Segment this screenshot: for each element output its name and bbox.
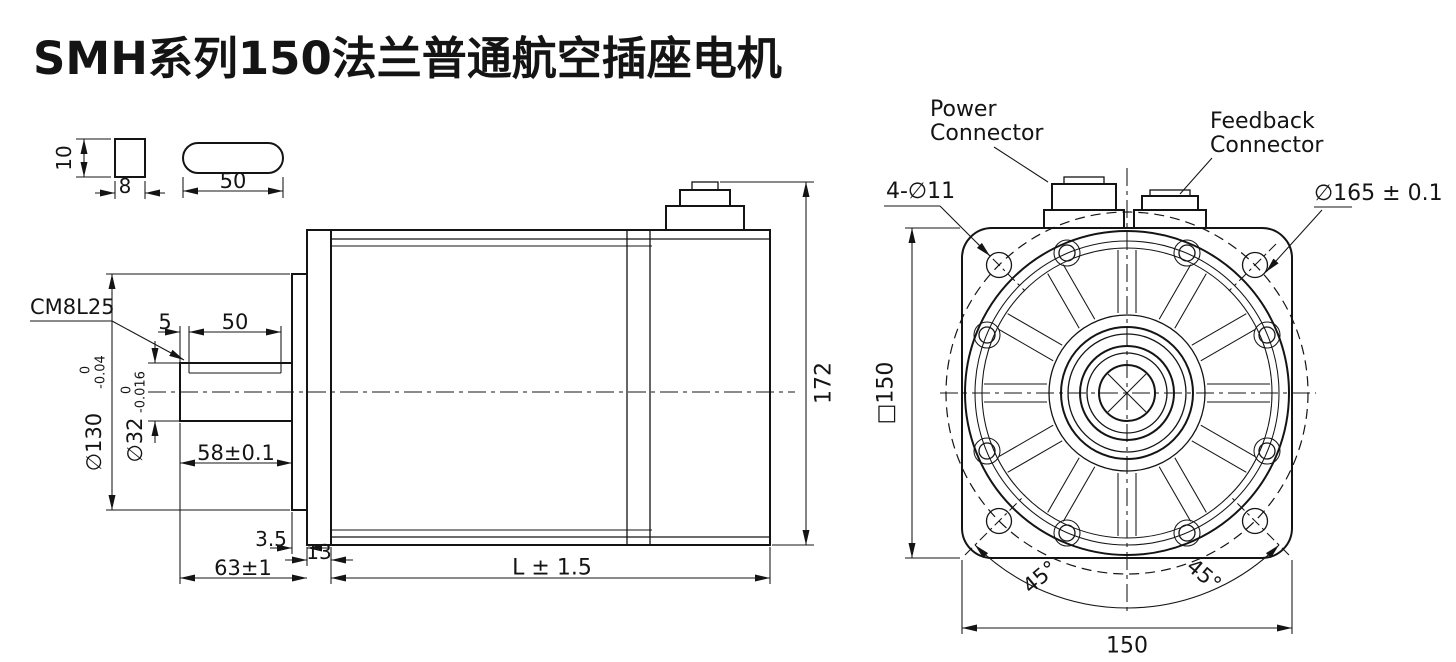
rim-holes <box>973 239 1281 547</box>
bolt-circle-callout: ∅165 ± 0.1 <box>1265 181 1443 273</box>
angle-left-dim: 45° <box>1018 556 1062 598</box>
feedback-connector-label-2: Connector <box>1210 133 1324 158</box>
key-section-view: 10 8 <box>52 138 165 199</box>
flange-thickness-dim: 13 <box>306 540 331 564</box>
dim-flange-thickness: 13 <box>285 540 353 584</box>
bolt-circle-label: ∅165 ± 0.1 <box>1314 181 1443 206</box>
power-connector-callout: Power Connector <box>930 97 1049 183</box>
dim-pilot-depth: 3.5 <box>255 512 329 554</box>
side-view: 10 8 50 <box>30 138 837 584</box>
dim-shaft-dia: ∅32 0 -0.016 <box>120 341 180 463</box>
dim-flange-square: □150 <box>874 227 960 559</box>
key-offset-dim: 5 <box>158 310 171 334</box>
key-width-dim: 8 <box>119 174 132 198</box>
shaft-thread-callout: CM8L25 <box>30 295 185 361</box>
pilot-depth-dim: 3.5 <box>255 527 287 551</box>
shaft-dia-dim: ∅32 <box>123 417 147 462</box>
dim-pilot-dia: ∅130 0 -0.04 <box>79 273 290 511</box>
flange-square-dim: □150 <box>874 362 899 425</box>
shaft-length-dim: 58±0.1 <box>197 441 275 465</box>
bolt-circle <box>945 211 1309 575</box>
mounting-holes <box>964 243 1290 556</box>
feedback-connector-callout: Feedback Connector <box>1179 109 1324 195</box>
feedback-connector-label-1: Feedback <box>1210 109 1315 134</box>
keyway-length-dim: 50 <box>222 310 249 334</box>
dim-total-height: 172 <box>720 181 837 546</box>
key-height-dim: 10 <box>52 145 76 170</box>
shaft-dia-tol-upper: 0 <box>120 386 135 394</box>
body-length-dim: L ± 1.5 <box>512 556 592 581</box>
front-length-dim: 63±1 <box>214 556 272 580</box>
shaft-thread-label: CM8L25 <box>30 295 115 319</box>
flange-square-outline <box>961 227 1293 559</box>
mounting-holes-callout: 4-∅11 <box>884 179 991 257</box>
dim-keyway: 5 50 <box>158 310 282 363</box>
power-connector-front <box>1043 176 1125 229</box>
front-view: Power Connector Feedback Connector 4-∅11… <box>874 97 1443 659</box>
pilot-dia-dim: ∅130 <box>82 413 106 471</box>
dim-shaft-length: 58±0.1 <box>179 423 292 584</box>
dim-front-length: 63±1 <box>180 556 307 582</box>
feedback-connector-front <box>1133 189 1207 229</box>
mounting-holes-label: 4-∅11 <box>886 179 955 204</box>
shaft-circle <box>1098 364 1156 422</box>
shaft-dia-tol-lower: -0.016 <box>134 371 149 413</box>
key-plan-view: 50 <box>182 142 284 198</box>
pilot-dia-tol-lower: -0.04 <box>94 355 109 389</box>
dim-flange-width: 150 <box>961 560 1293 659</box>
dim-body-length: L ± 1.5 <box>331 547 771 584</box>
motor-front-body <box>964 230 1290 556</box>
angle-right-dim: 45° <box>1182 554 1226 596</box>
power-connector-label-1: Power <box>930 97 997 122</box>
key-length-dim: 50 <box>220 169 247 193</box>
page-title: SMH系列150法兰普通航空插座电机 <box>33 32 782 85</box>
flange-width-dim: 150 <box>1106 634 1148 659</box>
motor-side-outline <box>179 229 771 546</box>
total-height-dim: 172 <box>812 362 837 404</box>
pilot-dia-tol-upper: 0 <box>79 366 94 374</box>
side-connector <box>665 181 745 231</box>
power-connector-label-2: Connector <box>930 121 1044 146</box>
